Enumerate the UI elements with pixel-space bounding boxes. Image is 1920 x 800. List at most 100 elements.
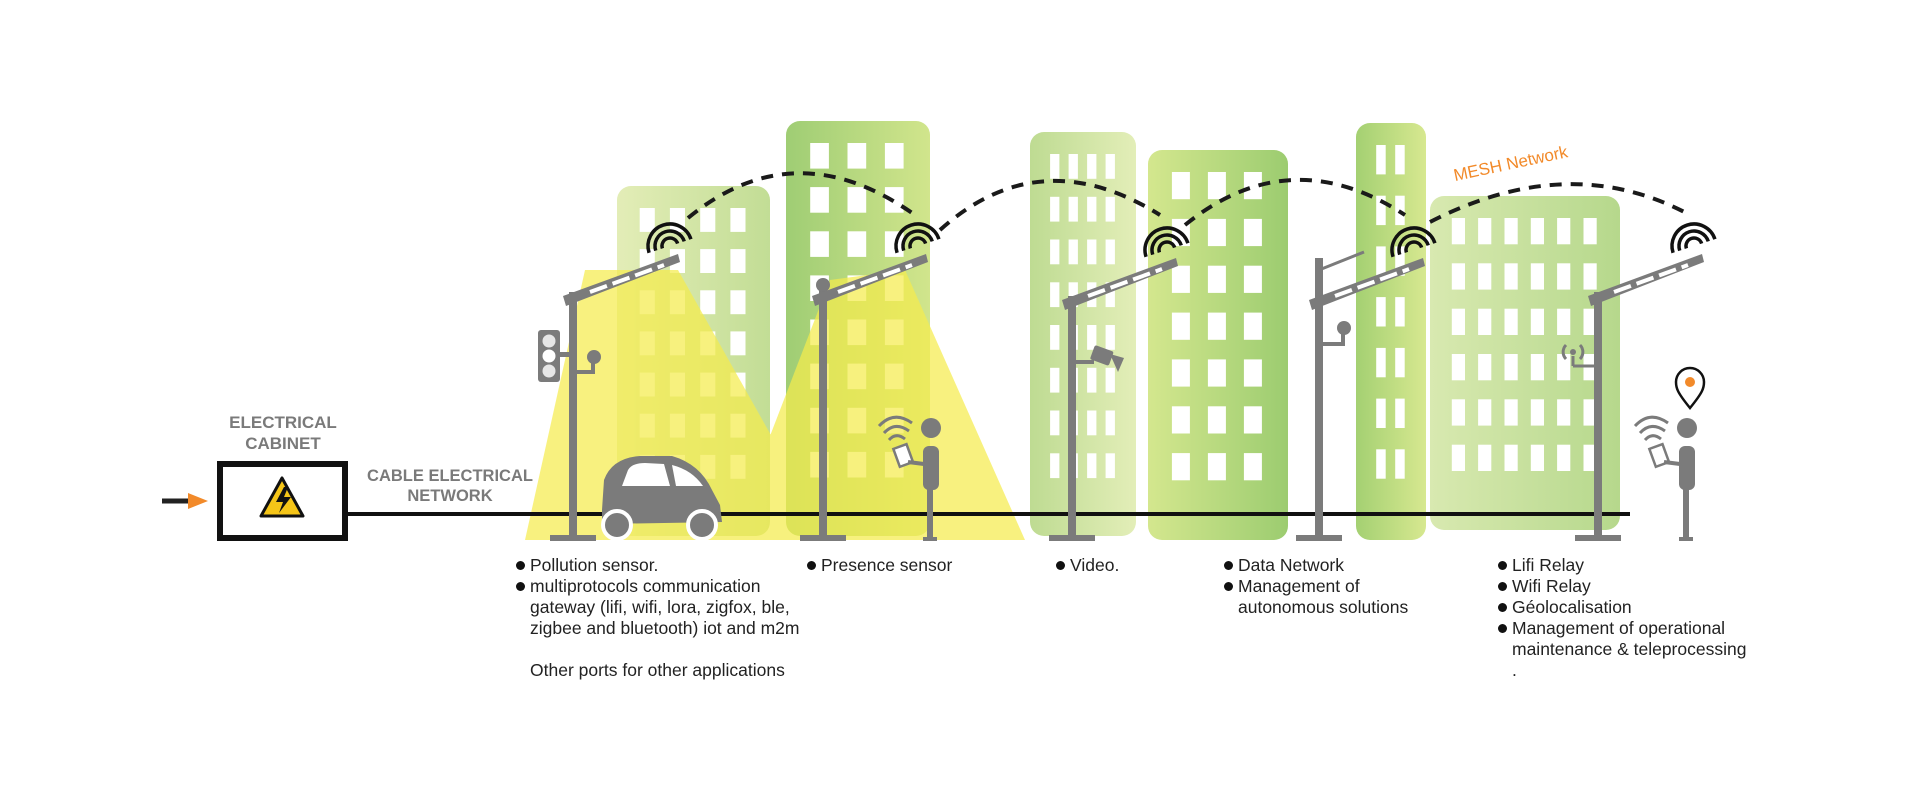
cable-title-line-1: CABLE ELECTRICAL xyxy=(367,467,533,485)
feature-trailing-dot: . xyxy=(1512,660,1517,680)
building-window xyxy=(1243,172,1262,200)
feature-item: Pollution sensor. xyxy=(516,555,826,576)
building-window xyxy=(1478,399,1492,426)
building-window xyxy=(639,208,655,232)
electrical-cabinet xyxy=(162,461,348,541)
building-window xyxy=(1504,354,1518,381)
building-window xyxy=(1243,359,1262,387)
person-icon-2 xyxy=(1633,366,1706,541)
cable-title: CABLE ELECTRICAL NETWORK xyxy=(352,466,548,506)
building-window xyxy=(1050,410,1060,436)
building-window xyxy=(810,231,829,257)
tablet-icon xyxy=(891,442,925,469)
street-lamps xyxy=(538,250,1704,541)
building-window xyxy=(847,187,867,213)
building-window xyxy=(1376,246,1386,276)
building-window xyxy=(1068,196,1078,222)
building-window xyxy=(1376,195,1386,226)
lamp-presence-sensor xyxy=(800,254,928,541)
building-window xyxy=(1207,312,1226,340)
building-window xyxy=(1105,196,1115,222)
lamp-data-network xyxy=(1296,250,1425,541)
lamp-pollution-sensor xyxy=(538,254,680,541)
wifi-icon xyxy=(894,222,941,254)
building-window xyxy=(1530,308,1544,335)
car-icon xyxy=(601,456,722,541)
lamp-lifi-relay xyxy=(1561,254,1704,541)
building-window xyxy=(1087,453,1097,479)
building-window xyxy=(1243,265,1262,293)
building-window xyxy=(1504,308,1518,335)
building-window xyxy=(1243,406,1262,434)
feature-group-pollution: Pollution sensor. multiprotocols communi… xyxy=(516,555,826,681)
cabinet-title-line-2: CABINET xyxy=(245,434,321,453)
building-window xyxy=(1050,239,1060,265)
building-window xyxy=(1087,410,1097,436)
mesh-network-arcs xyxy=(686,171,1691,232)
building-window xyxy=(1207,172,1226,200)
building-window xyxy=(1395,297,1405,327)
building-window xyxy=(1050,367,1060,393)
building-window xyxy=(730,249,746,273)
building-window xyxy=(1504,263,1518,290)
building-window xyxy=(1530,354,1544,381)
tablet-icon xyxy=(1647,442,1681,469)
feature-extra-note: Other ports for other applications xyxy=(530,660,785,680)
light-beam-2 xyxy=(730,270,1025,540)
person-icon-1 xyxy=(877,415,941,541)
building-window xyxy=(1171,453,1190,481)
building-window xyxy=(1478,444,1492,471)
sensor-icon xyxy=(1323,321,1351,346)
building-window xyxy=(1451,308,1465,335)
building-window xyxy=(1530,263,1544,290)
building-window xyxy=(1207,406,1226,434)
building-window xyxy=(1395,145,1405,175)
building-window xyxy=(1087,196,1097,222)
building-window xyxy=(1105,154,1115,179)
feature-item: Wifi Relay xyxy=(1498,576,1778,597)
feature-group-video: Video. xyxy=(1056,555,1216,576)
building-6 xyxy=(1430,196,1620,530)
building-window xyxy=(1557,218,1571,245)
cabinet-title-line-1: ELECTRICAL xyxy=(229,413,337,432)
building-window xyxy=(700,208,716,232)
building-window xyxy=(730,208,746,232)
traffic-light-icon xyxy=(538,330,572,382)
building-window xyxy=(1504,399,1518,426)
building-window xyxy=(1395,246,1405,276)
wifi-icon-person-2 xyxy=(1633,415,1669,442)
light-beam-1 xyxy=(525,270,830,540)
wifi-icon xyxy=(1390,226,1437,258)
location-pin-icon xyxy=(1674,366,1706,410)
building-window xyxy=(1557,444,1571,471)
building-window xyxy=(1557,263,1571,290)
building-window xyxy=(1583,218,1597,245)
building-window xyxy=(700,290,716,315)
building-window xyxy=(1105,367,1115,393)
building-window xyxy=(1376,347,1386,378)
building-window xyxy=(1583,263,1597,290)
arrow-icon-head xyxy=(188,493,208,509)
building-window xyxy=(1557,308,1571,335)
building-window xyxy=(730,331,746,356)
building-window xyxy=(1171,265,1190,293)
mesh-arc-1 xyxy=(686,171,917,220)
building-window xyxy=(810,187,829,213)
mesh-arc-3 xyxy=(1183,178,1407,227)
building-window xyxy=(1478,263,1492,290)
antenna-icon xyxy=(1561,343,1594,368)
building-window xyxy=(1583,308,1597,335)
building-window xyxy=(1530,399,1544,426)
feature-item: Video. xyxy=(1056,555,1216,576)
building-5 xyxy=(1356,123,1426,540)
feature-group-presence: Presence sensor xyxy=(807,555,1007,576)
feature-item: Géolocalisation xyxy=(1498,597,1778,618)
building-window xyxy=(1105,410,1115,436)
light-beams xyxy=(525,270,1025,540)
building-window xyxy=(1068,154,1078,179)
building-window xyxy=(1451,218,1465,245)
building-window xyxy=(810,143,829,169)
building-window xyxy=(1105,282,1115,308)
building-window xyxy=(1504,218,1518,245)
building-window xyxy=(1087,325,1097,350)
